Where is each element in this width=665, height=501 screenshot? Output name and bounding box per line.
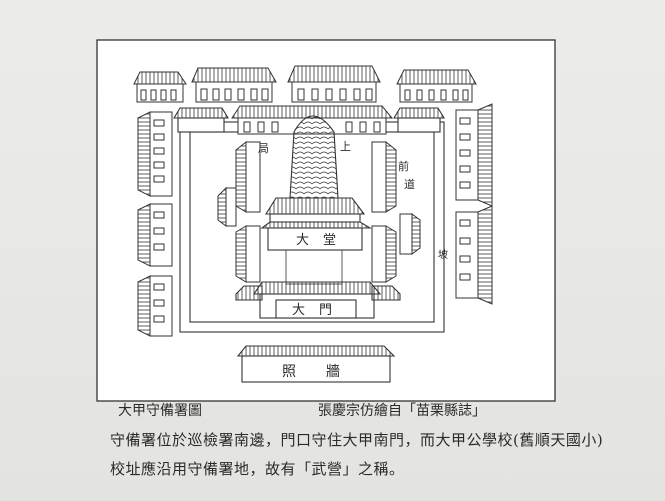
label-side-4: 坡: [438, 248, 448, 261]
central-tower: [289, 115, 339, 199]
caption-body-line1: 守備署位於巡檢署南邊，門口守住大甲南門，而大甲公學校(舊順天國小): [110, 431, 604, 449]
screen-wall: [236, 345, 396, 383]
right-outer-houses: [455, 103, 493, 305]
label-side-3: 道: [404, 177, 415, 191]
caption-body-line2: 校址應沿用守備署地，故有「武營」之稱。: [110, 460, 405, 478]
caption-title: 大甲守備署圖: [118, 403, 202, 419]
label-back-hall: 上: [340, 140, 351, 153]
label-side-2: 前: [398, 159, 409, 173]
top-buildings: [133, 65, 477, 103]
compound-wall: [173, 107, 445, 333]
main-hall-building: [260, 197, 372, 251]
label-main-hall: 大堂: [296, 233, 350, 248]
left-outer-houses: [137, 111, 173, 337]
label-main-gate: 大門: [292, 303, 346, 318]
main-gate-building: [235, 281, 401, 319]
inner-wings: [217, 140, 421, 283]
caption-source: 張慶宗仿繪自「苗栗縣誌」: [318, 403, 486, 419]
label-side-1: 局: [258, 142, 269, 155]
label-screen-wall: 照牆: [282, 364, 370, 380]
